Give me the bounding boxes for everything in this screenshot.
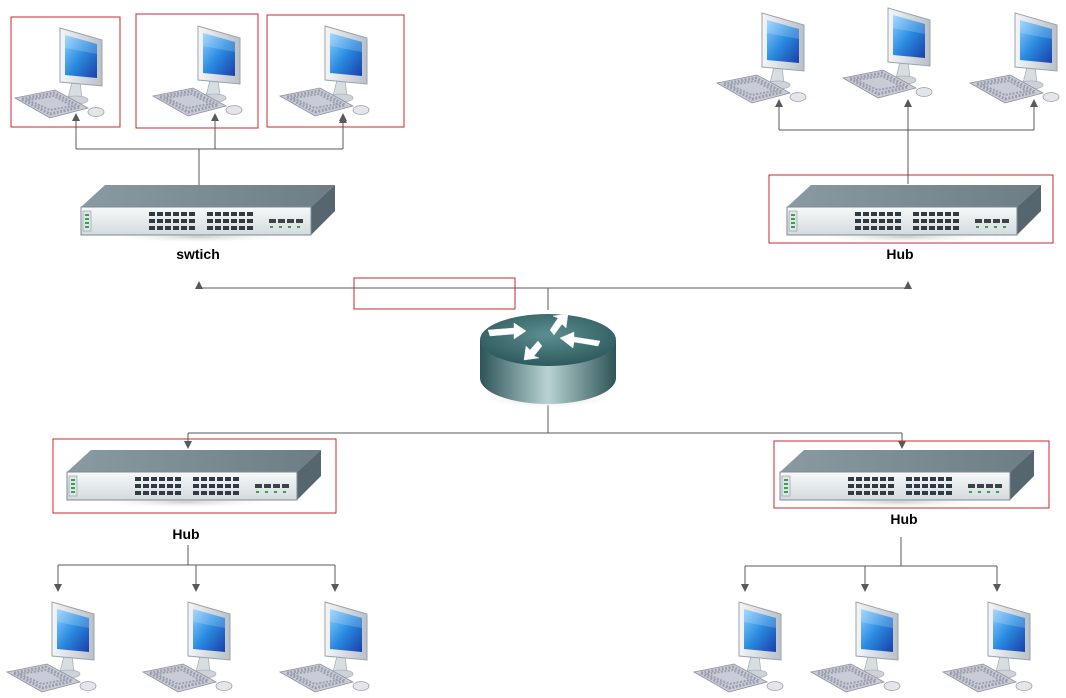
network-hub-icon <box>786 184 1042 244</box>
desktop-computer-icon <box>141 600 234 694</box>
connector-hub-bottom-left-bus <box>58 545 335 566</box>
desktop-computer-icon <box>841 6 934 100</box>
connector-router-bottom <box>188 405 902 434</box>
hub-label-top-right: Hub <box>886 246 914 262</box>
connector-router-top <box>198 282 549 310</box>
network-hub-icon <box>66 449 322 509</box>
connector-hub-bottom-right-bus <box>745 537 997 567</box>
hub-label-bottom-left: Hub <box>172 526 200 542</box>
desktop-computer-icon <box>941 600 1034 694</box>
connector-switch-bus <box>75 116 343 185</box>
router-icon <box>478 313 618 408</box>
desktop-computer-icon <box>968 11 1061 105</box>
highlight-box-pc-1 <box>10 16 121 128</box>
highlight-box-hub-bottom-left <box>52 438 337 514</box>
desktop-computer-icon <box>13 26 106 120</box>
desktop-computer-icon <box>715 11 808 105</box>
desktop-computer-icon <box>278 600 371 694</box>
highlight-box-hub-bottom-right <box>773 440 1050 509</box>
switch-label: swtich <box>176 246 220 262</box>
highlight-box-pc-2 <box>135 13 259 129</box>
highlight-box-pc-3 <box>266 14 405 128</box>
desktop-computer-icon <box>278 24 371 118</box>
hub-label-bottom-right: Hub <box>890 511 918 527</box>
desktop-computer-icon <box>5 600 98 694</box>
highlight-boxes <box>10 13 1054 514</box>
highlight-box-link <box>353 277 516 310</box>
desktop-computer-icon <box>692 600 785 694</box>
highlight-box-hub-top-right <box>768 174 1054 244</box>
connectors <box>54 99 1038 592</box>
network-hub-icon <box>779 449 1035 509</box>
connector-hub-top-right-bus <box>779 129 1034 184</box>
network-switch-icon <box>80 184 336 244</box>
desktop-computer-icon <box>809 600 902 694</box>
desktop-computer-icon <box>151 24 244 118</box>
